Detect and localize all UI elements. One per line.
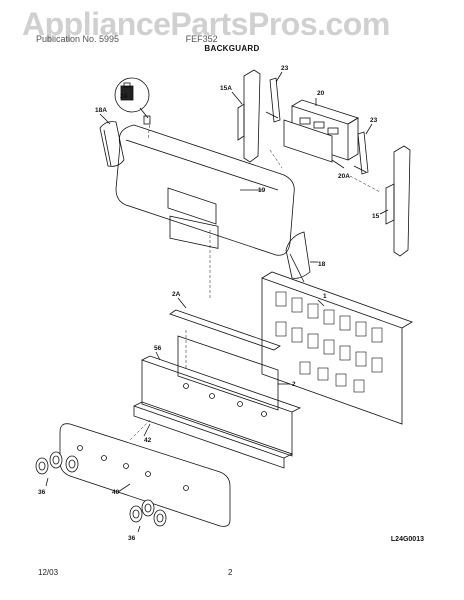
part-19-backguard-panel: [115, 124, 295, 256]
part-1-rear-panel: [261, 271, 413, 425]
part-18a-end-cap: [99, 113, 125, 167]
publication-number: Publication No. 5995: [36, 34, 120, 44]
part-40-control-panel: [59, 423, 231, 527]
part-20a-overlay: [283, 119, 345, 169]
watermark: AppliancePartsPros.com: [22, 6, 390, 42]
part-18-end-cap: [285, 231, 318, 283]
part-36-knobs-left: [35, 451, 79, 487]
callout-15a: 15A: [220, 85, 232, 92]
callout-56: 56: [154, 345, 162, 352]
callout-36-left: 36: [38, 489, 46, 496]
callout-2a: 2A: [172, 291, 181, 298]
part-36-knobs-right: [129, 499, 167, 533]
model-number: FEF352: [185, 34, 218, 44]
callout-18a: 18A: [95, 107, 107, 114]
footer-date: 12/03: [38, 568, 59, 577]
part-15-side-bracket: [379, 145, 411, 257]
page-title: BACKGUARD: [204, 44, 260, 53]
part-23-bracket-lower: [353, 123, 373, 175]
header-line: Publication No. 5995 FEF352: [36, 34, 232, 44]
callout-20: 20: [317, 90, 325, 97]
part-42-trim-strip: [133, 401, 294, 469]
callout-15: 15: [372, 213, 380, 220]
part-24-switch: [114, 77, 151, 125]
callout-labels: 24 18A 15A 23 20 23 20A 19 15 18 1 2A 56…: [38, 65, 380, 542]
callout-24: 24: [120, 93, 128, 100]
callout-40: 40: [112, 489, 120, 496]
callout-42: 42: [144, 437, 152, 444]
part-2a-panel: [169, 297, 281, 351]
callout-36-right: 36: [128, 535, 136, 542]
callout-20a: 20A: [338, 173, 350, 180]
part-23-bracket-upper: [265, 71, 283, 123]
callout-23-upper: 23: [281, 65, 289, 72]
footer-page-number: 2: [228, 568, 233, 577]
callout-2: 2: [292, 381, 296, 388]
part-15a-bracket: [231, 69, 261, 163]
callout-18: 18: [318, 261, 326, 268]
diagram-code: L24G0013: [390, 536, 424, 543]
part-56-manifold-panel: [141, 351, 302, 457]
part-2-panel: [177, 335, 290, 411]
callout-19: 19: [258, 187, 266, 194]
callout-1: 1: [323, 293, 327, 300]
callout-23-lower: 23: [370, 117, 378, 124]
